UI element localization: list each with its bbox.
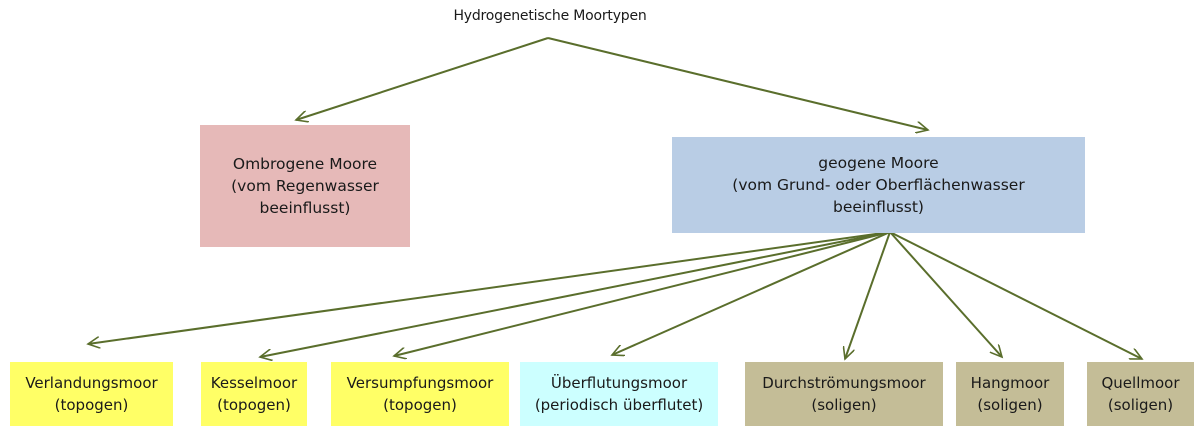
box-ombrogene-moore: Ombrogene Moore (vom Regenwasser beeinfl…	[200, 125, 410, 247]
verlandungsmoor-name: Verlandungsmoor	[25, 374, 158, 392]
arrow-title-to-ombrogen	[296, 37, 549, 120]
geogen-line-2: (vom Grund- oder Oberflächenwasser	[732, 176, 1025, 194]
hangmoor-name: Hangmoor	[970, 374, 1050, 392]
ueberflutungsmoor-type: (periodisch überflutet)	[534, 396, 704, 414]
arrow-geogen-to-kessel	[260, 231, 891, 357]
ueberflutungsmoor-name: Überflutungsmoor	[550, 374, 688, 392]
arrow-title-to-geogen	[547, 37, 928, 130]
box-hangmoor: Hangmoor (soligen)	[956, 362, 1064, 426]
diagram-title: Hydrogenetische Moortypen	[453, 8, 647, 24]
box-ueberflutungsmoor: Überflutungsmoor (periodisch überflutet)	[520, 362, 718, 426]
ombrogen-line-2: (vom Regenwasser	[231, 177, 379, 195]
box-geogene-moore: geogene Moore (vom Grund- oder Oberfläch…	[672, 137, 1085, 233]
arrow-geogen-to-hang	[889, 231, 1002, 357]
durchstroemungsmoor-name: Durchströmungsmoor	[762, 374, 926, 392]
arrow-geogen-to-ueberflutung	[612, 231, 891, 355]
arrow-geogen-to-durchstroemung	[845, 231, 891, 359]
durchstroemungsmoor-type: (soligen)	[811, 396, 877, 414]
ombrogen-line-3: beeinflusst)	[259, 199, 351, 217]
box-verlandungsmoor: Verlandungsmoor (topogen)	[10, 362, 173, 426]
geogen-line-1: geogene Moore	[818, 154, 939, 172]
box-quellmoor: Quellmoor (soligen)	[1087, 362, 1194, 426]
geogen-line-3: beeinflusst)	[833, 198, 924, 216]
box-versumpfungsmoor: Versumpfungsmoor (topogen)	[331, 362, 509, 426]
box-durchstroemungsmoor: Durchströmungsmoor (soligen)	[745, 362, 943, 426]
box-kesselmoor: Kesselmoor (topogen)	[201, 362, 307, 426]
versumpfungsmoor-type: (topogen)	[383, 396, 457, 414]
kesselmoor-type: (topogen)	[217, 396, 291, 414]
quellmoor-type: (soligen)	[1107, 396, 1174, 414]
ombrogen-line-1: Ombrogene Moore	[232, 155, 378, 173]
arrow-geogen-to-verlandung	[88, 231, 891, 344]
hangmoor-type: (soligen)	[977, 396, 1043, 414]
arrow-geogen-to-quell	[889, 231, 1142, 360]
quellmoor-name: Quellmoor	[1101, 374, 1180, 392]
arrow-geogen-to-versumpfung	[394, 231, 891, 356]
versumpfungsmoor-name: Versumpfungsmoor	[346, 374, 494, 392]
verlandungsmoor-type: (topogen)	[54, 396, 129, 414]
kesselmoor-name: Kesselmoor	[210, 374, 298, 392]
